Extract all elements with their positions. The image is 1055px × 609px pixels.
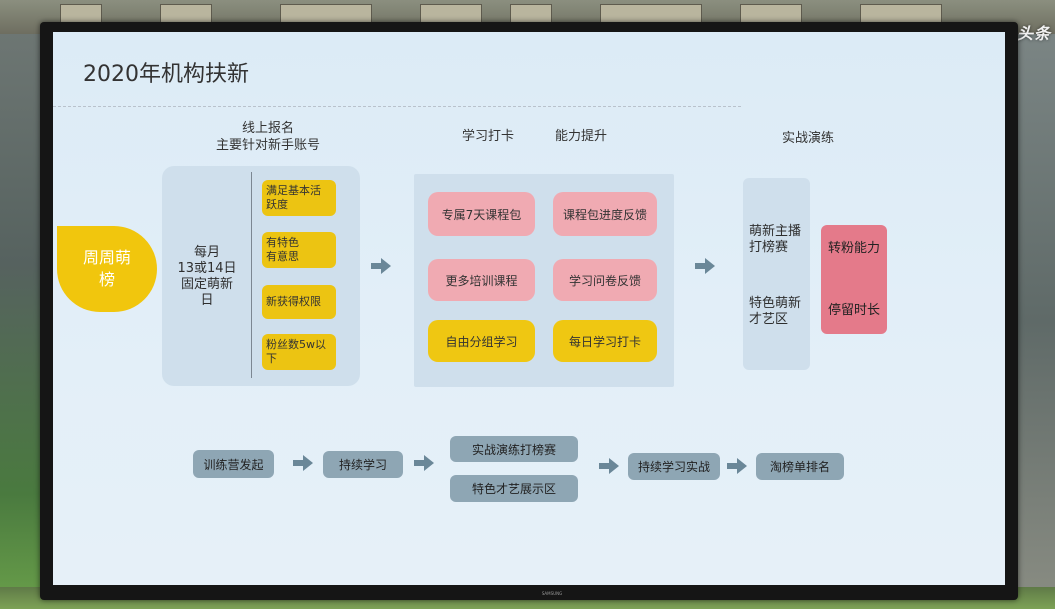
monthly-date-text: 每月 13或14日 固定萌新 日 [165,245,249,309]
arrow-right-icon [293,455,313,471]
title-divider [53,106,741,107]
dwell-time-label: 停留时长 [821,299,887,318]
circle-line: 榜 [83,269,131,291]
circle-line: 周周萌 [83,247,131,269]
metrics-box: 转粉能力 停留时长 [821,225,887,334]
date-line: 13或14日 [165,261,249,277]
weekly-ranking-circle: 周周萌 榜 [57,226,157,312]
header-practice: 实战演练 [773,130,843,147]
daily-checkin-box: 每日学习打卡 [553,320,657,362]
flow-ranking-list: 淘榜单排名 [756,453,844,480]
slide-screen: 2020年机构扶新 线上报名 主要针对新手账号 学习打卡 能力提升 实战演练 周… [53,32,1005,585]
fan-conversion-label: 转粉能力 [821,237,887,256]
group-study-box: 自由分组学习 [428,320,535,362]
header-online-signup: 线上报名 主要针对新手账号 [203,120,333,154]
course-progress-box: 课程包进度反馈 [553,192,657,236]
right-wall [1013,34,1055,609]
requirement-fans: 粉丝数5w以下 [262,334,336,370]
rookie-contest-text: 萌新主播 打榜赛 [743,224,810,256]
more-training-box: 更多培训课程 [428,259,535,301]
requirement-distinctive: 有特色有意思 [262,232,336,268]
flow-talent-show: 特色才艺展示区 [450,475,578,502]
flow-continuous-study: 持续学习 [323,451,403,478]
header-study-checkin: 学习打卡 [453,128,523,145]
tv-brand-logo: SAMSUNG [532,591,572,597]
arrow-right-icon [599,458,619,474]
arrow-right-icon [695,258,715,274]
requirement-new-permission: 新获得权限 [262,285,336,319]
talent-zone-text: 特色萌新 才艺区 [743,296,810,328]
header-line: 线上报名 [203,120,333,137]
arrow-right-icon [414,455,434,471]
date-line: 日 [165,293,249,309]
slide-title: 2020年机构扶新 [83,56,249,88]
date-line: 固定萌新 [165,277,249,293]
header-line: 主要针对新手账号 [203,137,333,154]
arrow-right-icon [371,258,391,274]
panel-separator [251,172,252,378]
questionnaire-box: 学习问卷反馈 [553,259,657,301]
requirement-activity: 满足基本活跃度 [262,180,336,216]
practice-panel [743,178,810,370]
flow-camp-start: 训练营发起 [193,450,274,478]
flow-continuous-practice: 持续学习实战 [628,453,720,480]
flow-practice-contest: 实战演练打榜赛 [450,436,578,462]
header-ability-improve: 能力提升 [546,128,616,145]
date-line: 每月 [165,245,249,261]
arrow-right-icon [727,458,747,474]
course-pack-box: 专属7天课程包 [428,192,535,236]
